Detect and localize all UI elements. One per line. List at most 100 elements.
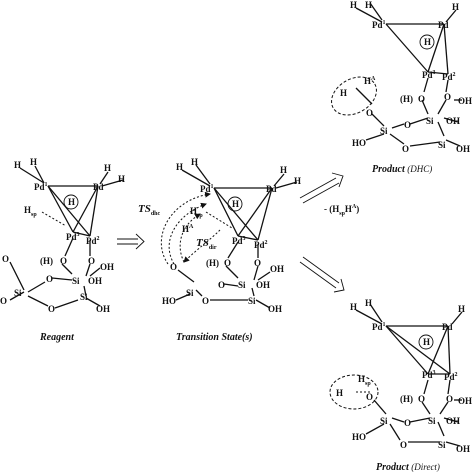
atom-o: O [418,394,425,404]
atom-o: O [202,296,209,306]
atom-oh: OH [456,144,470,154]
reagent-caption: Reagent [39,332,75,343]
atom-h: H [118,174,125,184]
atom-pd3: Pd3 [232,236,246,246]
atom-pd3: Pd3 [66,232,80,242]
atom-ho: HO [162,296,176,306]
atom-h-a: HA [182,224,194,234]
atom-o: O [46,274,53,284]
atom-ho: HO [352,432,366,442]
atom-h-paren: (H) [206,258,219,268]
atom-o: O [224,258,231,268]
atom-si: Si [380,416,388,426]
atom-h: H [365,298,372,308]
atom-h: H [280,165,287,175]
atom-o: O [254,258,261,268]
atom-o: O [170,262,177,272]
product-direct-structure [329,303,463,447]
branch-arrows [299,172,345,293]
atom-pd2: Pd [438,20,449,30]
atom-h-a: HA [364,76,376,86]
ts-dhc-label: TSdhc [138,203,161,217]
product-direct-caption: Product (Direct) [376,462,440,473]
atom-o: O [404,418,411,428]
atom-pd4: Pd2 [254,240,268,250]
atom-pd4: Pd2 [442,72,456,82]
atom-oh: OH [268,304,282,314]
circled-h: H [424,37,431,47]
atom-oh: OH [100,262,114,272]
atom-oh: OH [446,116,460,126]
atom-h: H [14,160,21,170]
atom-h-paren: (H) [400,94,413,104]
atom-h-sp: Hsp [190,206,203,219]
atom-h: H [336,388,343,398]
atom-o: O [444,92,451,102]
atom-oh: OH [96,304,110,314]
atom-h: H [365,0,372,10]
transition-state-caption: Transition State(s) [176,332,253,343]
atom-o: O [218,280,225,290]
atom-h-sp: Hsp [358,374,371,387]
reagent-atoms: H H Pd1 Pd H H H Hsp Pd3 Pd2 (H) O O OH … [0,157,125,314]
atom-ho: HO [352,138,366,148]
atom-si: Si [438,140,446,150]
atom-oh: OH [446,416,460,426]
atom-h: H [350,0,357,10]
product-dhc-caption: Product (DHC) [372,164,432,175]
ts-dir-label: TSdir [196,237,217,251]
circled-h: H [232,199,239,209]
atom-si: Si [238,280,246,290]
circled-h: H [68,197,75,207]
atom-h: H [452,2,459,12]
atom-si: Si [248,296,256,306]
atom-h: H [191,157,198,167]
circled-h: H [423,337,430,347]
atom-pd3: Pd3 [422,370,436,380]
atom-pd2: Pd [266,184,277,194]
atom-oh: OH [458,96,472,106]
atom-pd2: Pd [93,182,104,192]
atom-oh: OH [456,444,470,454]
atom-oh: OH [270,264,284,274]
atom-h: H [458,304,465,314]
atom-o: O [404,120,411,130]
atom-o: O [60,256,67,266]
product-dhc-atoms: H H Pd1 Pd H H Pd3 Pd2 HA H (H) O O OH O… [340,0,472,154]
atom-h: H [104,163,111,173]
reaction-arrow [117,233,145,250]
atom-si: Si [438,440,446,450]
atom-h: H [30,157,37,167]
atom-pd1: Pd1 [200,184,214,194]
atom-pd1: Pd1 [372,20,386,30]
atom-si: Si [186,288,194,298]
atom-oh: OH [88,276,102,286]
atom-o: O [400,440,407,450]
atom-o: O [0,296,7,306]
atom-o: O [366,392,373,402]
atom-o: O [2,254,9,264]
elimination-label: - (HspHA) [324,204,359,217]
atom-pd3: Pd3 [422,70,436,80]
product-direct-atoms: H H Pd1 Pd H H Pd3 Pd2 Hsp H O (H) O O O… [336,298,472,454]
atom-o: O [48,304,55,314]
atom-oh: OH [458,396,472,406]
atom-h-paren: (H) [400,394,413,404]
atom-si: Si [14,288,22,298]
atom-h: H [340,88,347,98]
atom-o: O [402,144,409,154]
reagent-structure [9,165,124,309]
atom-h-sp: Hsp [24,205,37,218]
atom-pd4: Pd2 [86,236,100,246]
atom-o: O [366,108,373,118]
atom-si: Si [428,416,436,426]
product-dhc-structure [331,2,462,147]
atom-oh: OH [256,280,270,290]
atom-pd4: Pd2 [444,372,458,382]
atom-pd2: Pd [442,322,453,332]
atom-si: Si [80,292,88,302]
atom-o: O [418,94,425,104]
atom-o: O [446,394,453,404]
atom-h: H [350,302,357,312]
